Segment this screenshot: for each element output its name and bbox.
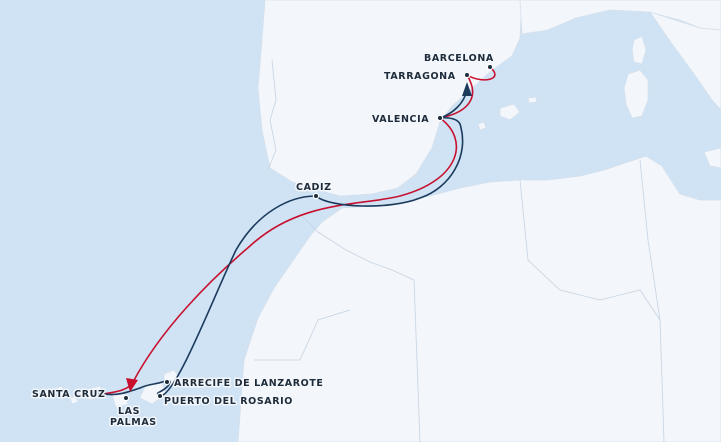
port-dot-tarragona[interactable] xyxy=(463,71,471,79)
land-menorca xyxy=(527,96,538,104)
port-dot-barcelona[interactable] xyxy=(486,63,494,71)
land-la-gomera xyxy=(69,395,79,405)
land-iberia xyxy=(257,0,523,197)
land-italy xyxy=(649,11,721,111)
port-label-cadiz[interactable]: CADIZ xyxy=(295,181,333,195)
port-label-barcelona[interactable]: BARCELONA xyxy=(423,52,495,66)
land-sardinia xyxy=(623,69,649,119)
port-label-tarragona[interactable]: TARRAGONA xyxy=(383,70,457,84)
land-mallorca xyxy=(499,103,521,121)
land-sicily xyxy=(703,147,721,169)
port-label-santa-cruz[interactable]: SANTA CRUZ xyxy=(31,388,107,402)
land-corsica xyxy=(631,35,647,65)
port-dot-valencia[interactable] xyxy=(436,114,444,122)
land-la-palma xyxy=(55,385,65,399)
port-label-las-palmas-line2[interactable]: PALMAS xyxy=(109,416,158,430)
land-tenerife xyxy=(83,385,105,401)
port-label-puerto-del-rosario[interactable]: PUERTO DEL ROSARIO xyxy=(163,395,294,409)
port-dot-cadiz[interactable] xyxy=(312,192,320,200)
arrow-triangle-icon xyxy=(462,82,472,96)
port-label-valencia[interactable]: VALENCIA xyxy=(371,113,431,127)
port-dot-arrecife[interactable] xyxy=(163,378,171,386)
land-ibiza xyxy=(477,121,487,131)
land-france-italy xyxy=(519,0,721,35)
port-dot-puerto-del-rosario[interactable] xyxy=(156,392,164,400)
route-return xyxy=(103,89,468,397)
country-borders xyxy=(254,59,665,442)
arrow-triangle-icon xyxy=(126,378,138,392)
port-label-arrecife[interactable]: ARRECIFE DE LANZAROTE xyxy=(173,377,325,391)
port-dot-santa-cruz[interactable] xyxy=(96,389,104,397)
land-africa xyxy=(237,155,721,442)
port-label-las-palmas-line1[interactable]: LAS xyxy=(117,405,141,419)
port-dot-las-palmas[interactable] xyxy=(122,394,130,402)
